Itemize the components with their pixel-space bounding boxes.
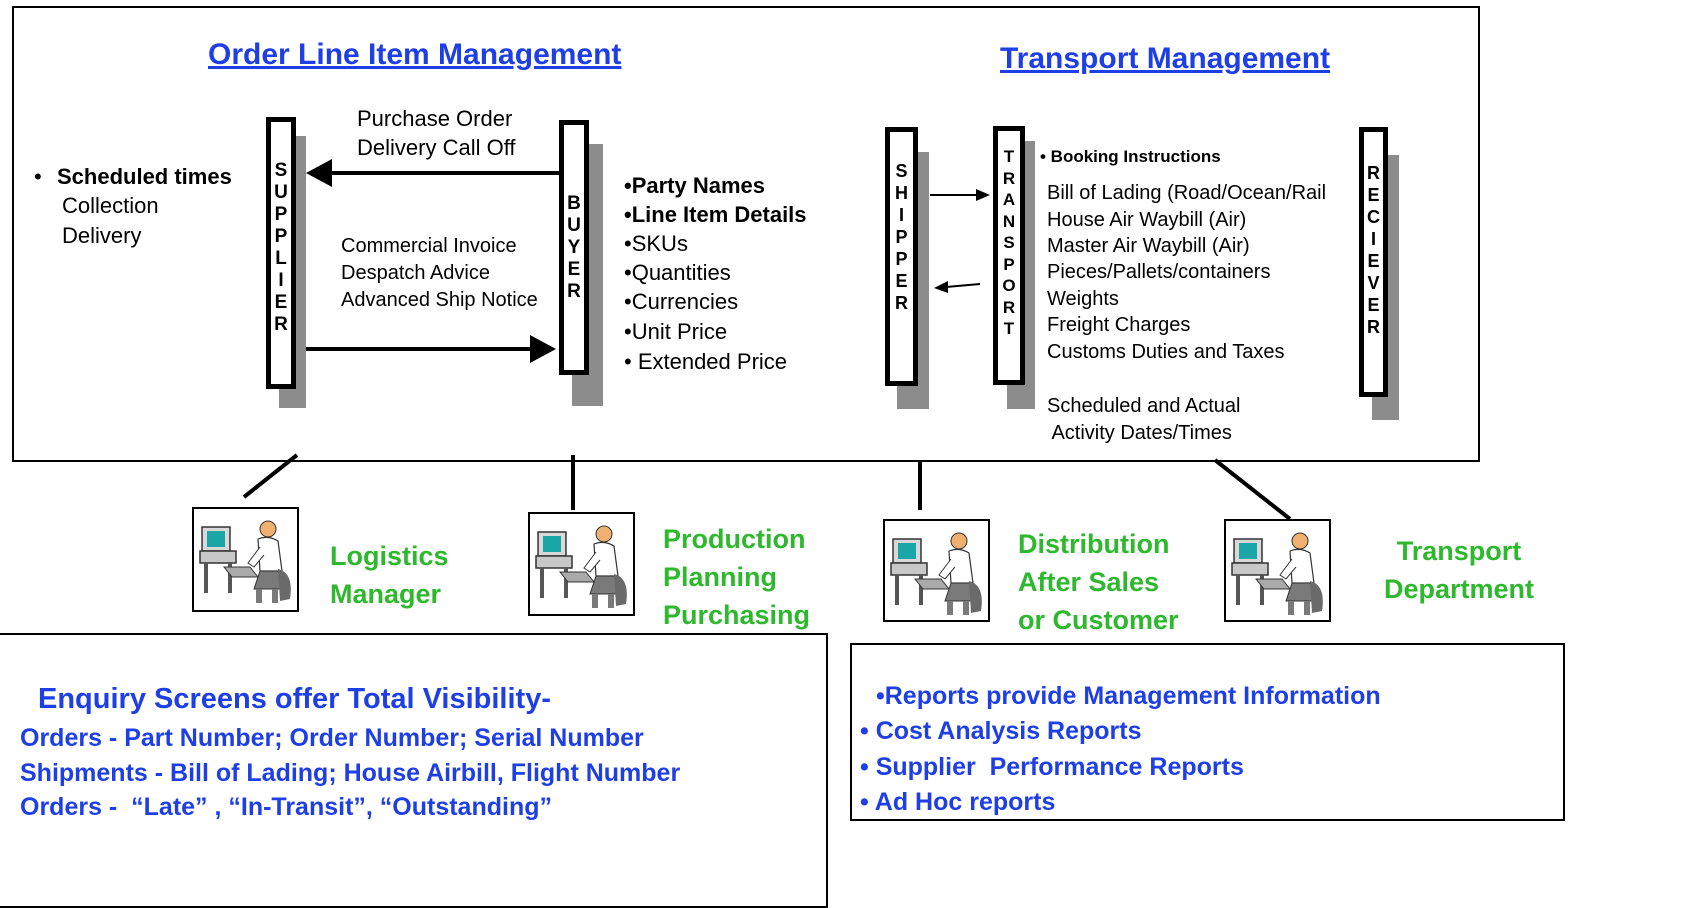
scheduled-times-bullet: • <box>34 164 42 189</box>
transport-detail-scheduled-actual: Scheduled and Actual <box>1047 395 1241 417</box>
scheduled-delivery: Delivery <box>62 223 142 248</box>
arrow-head-transport <box>976 189 990 201</box>
transport-detail-house-air-waybill: House Air Waybill (Air) <box>1047 209 1247 231</box>
buyer-detail-quantities: •Quantities <box>624 260 731 285</box>
enquiry-line-shipments: Shipments - Bill of Lading; House Airbil… <box>20 759 681 787</box>
computer-user-icon <box>199 520 291 603</box>
despatch-advice-label: Despatch Advice <box>341 262 490 284</box>
buyer-detail-skus: •SKUs <box>624 231 688 256</box>
transport-detail-bill-of-lading: Bill of Lading (Road/Ocean/Rail <box>1047 182 1327 204</box>
buyer-detail-line-item-details: •Line Item Details <box>624 202 807 227</box>
role-transport-department: Transport Department <box>1384 536 1535 604</box>
role-production-planning: Production Planning Purchasing <box>663 524 811 630</box>
transport-detail-activity-dates: Activity Dates/Times <box>1047 422 1232 444</box>
buyer-label: B U Y E R <box>567 193 581 302</box>
reports-line-supplier: • Supplier Performance Reports <box>860 753 1244 781</box>
top-panel <box>12 6 1480 462</box>
supplier-label: S U P P L I E R <box>274 160 288 335</box>
buyer-detail-party-names: •Party Names <box>624 173 766 198</box>
transport-detail-customs: Customs Duties and Taxes <box>1047 341 1285 363</box>
purchase-order-label: Purchase Order <box>357 106 513 131</box>
transport-management-title: Transport Management <box>1000 42 1331 75</box>
booking-instructions: • Booking Instructions <box>1040 147 1221 166</box>
order-line-item-management-title: Order Line Item Management <box>208 38 622 71</box>
reports-line-cost: • Cost Analysis Reports <box>860 717 1142 745</box>
shipper-bar <box>885 127 918 386</box>
computer-user-icon <box>1231 532 1323 615</box>
scheduled-collection: Collection <box>62 193 159 218</box>
reports-panel <box>850 643 1565 821</box>
enquiry-line-orders: Orders - Part Number; Order Number; Seri… <box>20 724 644 752</box>
reports-line-adhoc: • Ad Hoc reports <box>860 788 1056 816</box>
delivery-call-off-label: Delivery Call Off <box>357 135 516 160</box>
arrow-head-supplier <box>306 159 332 187</box>
computer-user-icon <box>535 525 627 608</box>
transport-label: T R A N S P O R T <box>1002 147 1016 338</box>
workstation-production <box>528 512 635 616</box>
advanced-ship-notice-label: Advanced Ship Notice <box>341 289 538 311</box>
buyer-bar <box>559 120 589 375</box>
workstation-logistics <box>192 507 299 612</box>
receiver-label: R E C I E V E R <box>1367 163 1380 337</box>
transport-bar <box>993 126 1025 385</box>
buyer-detail-currencies: •Currencies <box>624 289 739 314</box>
enquiry-panel <box>0 633 828 908</box>
receiver-bar <box>1359 127 1388 397</box>
enquiry-title: Enquiry Screens offer Total Visibility- <box>38 683 551 715</box>
transport-detail-master-air-waybill: Master Air Waybill (Air) <box>1047 235 1250 257</box>
connector-transport-dept <box>1213 458 1292 521</box>
transport-detail-freight-charges: Freight Charges <box>1047 314 1191 336</box>
enquiry-line-status: Orders - “Late” , “In-Transit”, “Outstan… <box>20 793 552 821</box>
workstation-distribution <box>883 519 990 622</box>
arrow-head-buyer <box>530 335 556 363</box>
transport-detail-weights: Weights <box>1047 288 1119 310</box>
arrow-head-shipper <box>934 281 948 293</box>
role-distribution: Distribution After Sales or Customer <box>1018 529 1179 635</box>
buyer-detail-unit-price: •Unit Price <box>624 319 728 344</box>
connector-logistics <box>242 453 299 499</box>
shipper-label: S H I P P E R <box>895 161 908 313</box>
transport-detail-pieces: Pieces/Pallets/containers <box>1047 261 1271 283</box>
computer-user-icon <box>890 532 982 615</box>
workstation-transport-dept <box>1224 519 1331 622</box>
commercial-invoice-label: Commercial Invoice <box>341 235 517 257</box>
supplier-bar <box>266 117 296 389</box>
role-logistics-manager: Logistics Manager <box>330 541 449 609</box>
buyer-detail-extended-price: • Extended Price <box>624 349 788 374</box>
scheduled-times-heading: Scheduled times <box>57 164 232 189</box>
reports-line-management: •Reports provide Management Information <box>876 682 1381 710</box>
arrow-transport-to-shipper <box>945 283 981 288</box>
